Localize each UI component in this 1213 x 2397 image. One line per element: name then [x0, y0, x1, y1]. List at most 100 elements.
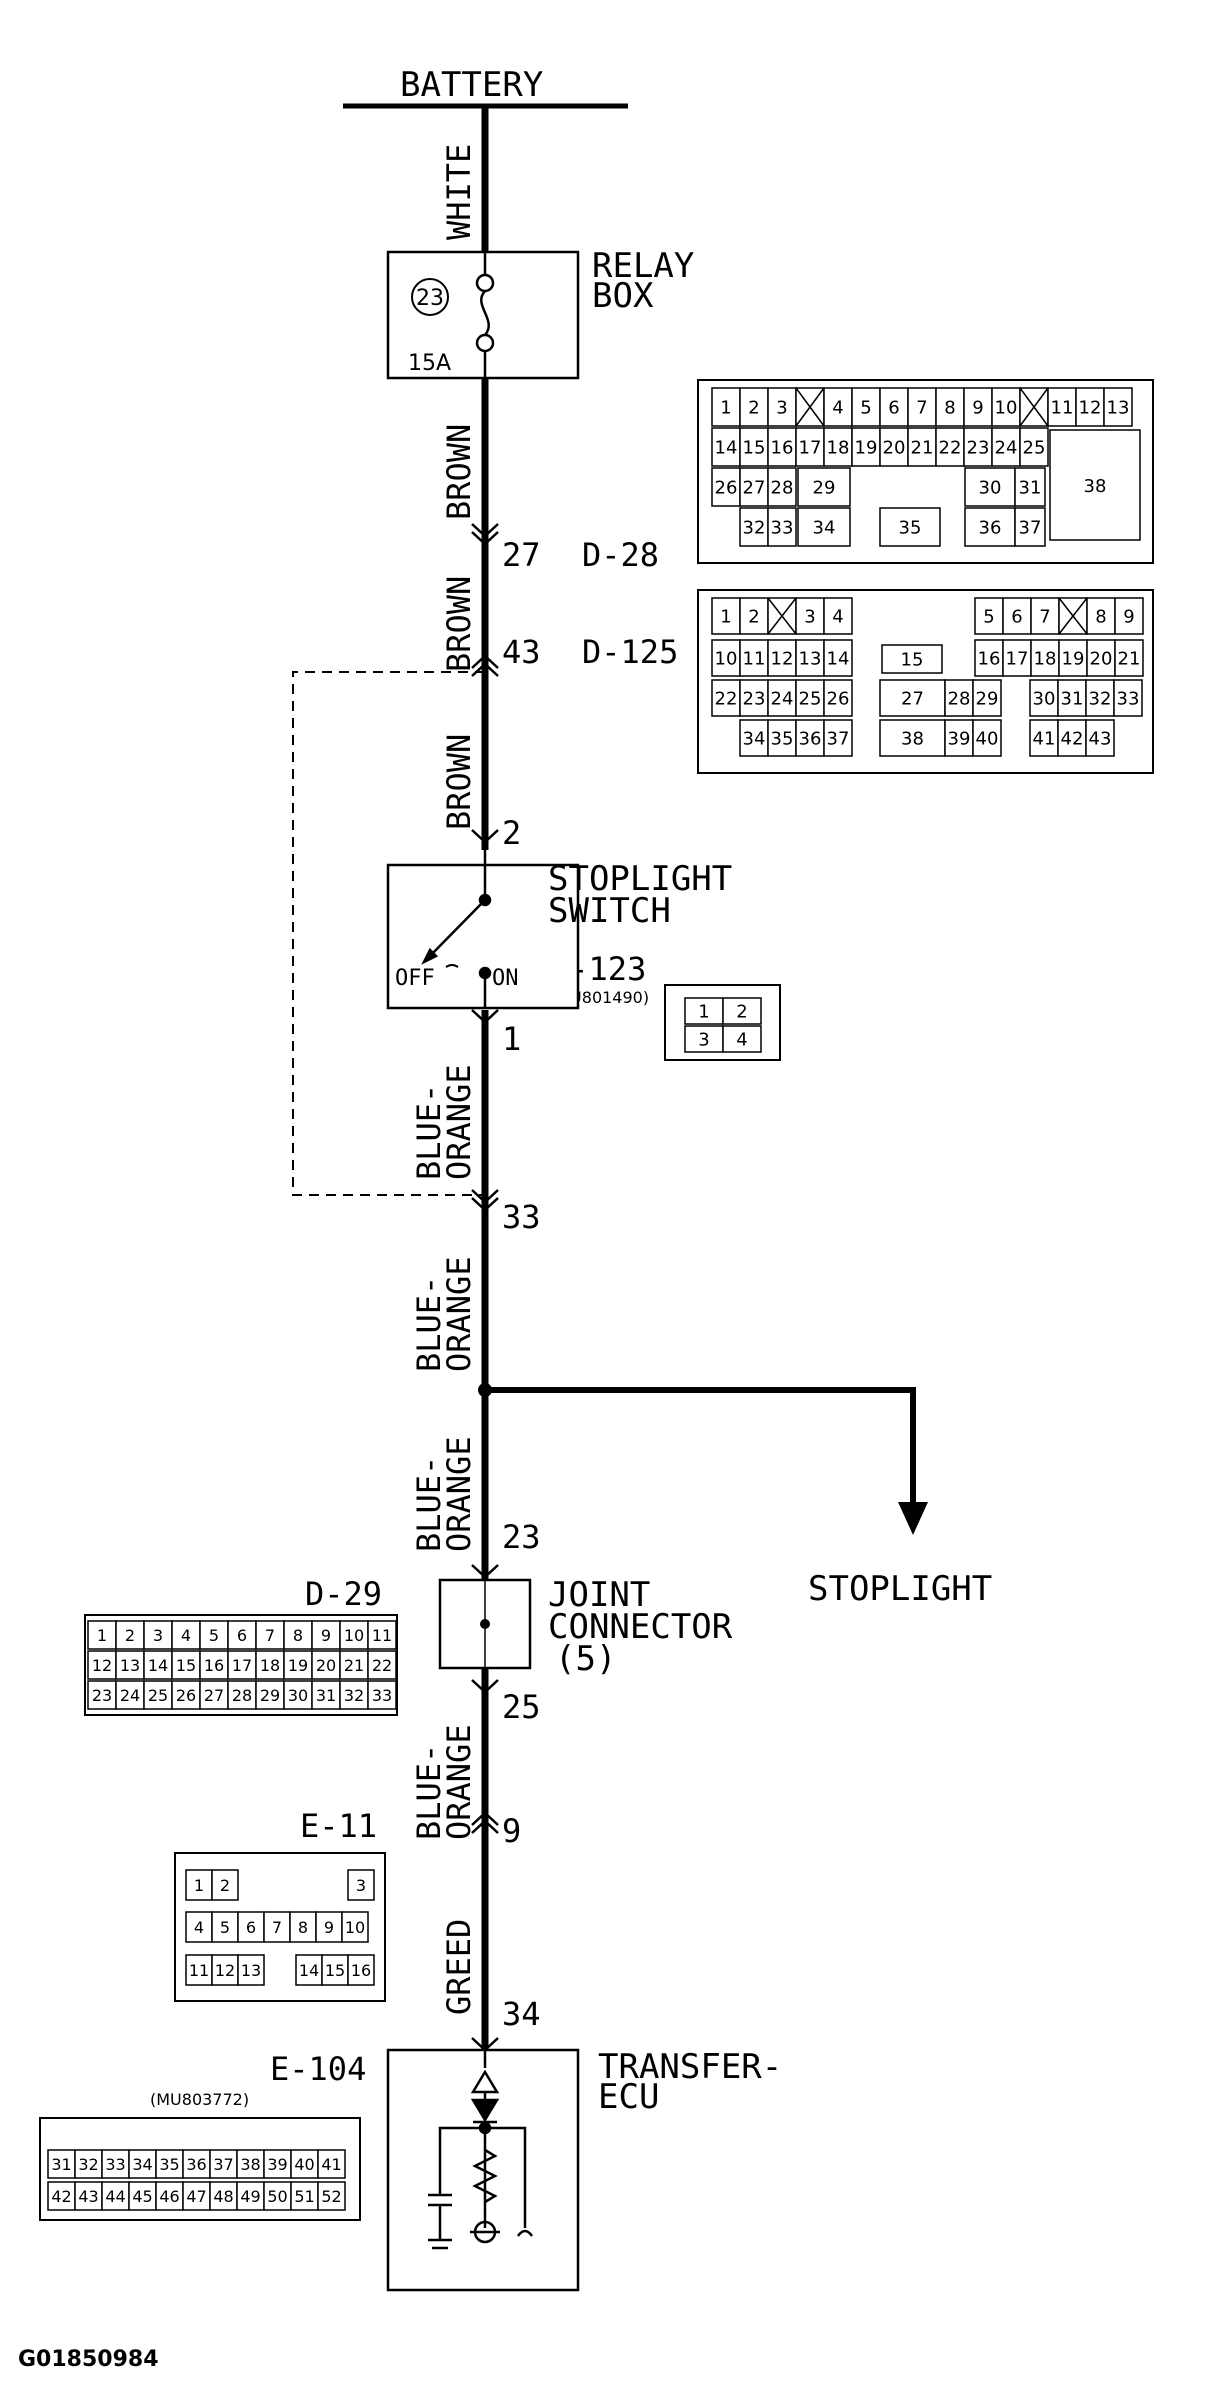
pin-cell-label: 6	[1011, 606, 1022, 627]
pin-cell-label: 42	[51, 2187, 71, 2206]
pin-cell-label: 17	[799, 437, 822, 458]
pin-cell-label: 22	[939, 437, 962, 458]
pin-cell-label: 30	[1033, 688, 1056, 709]
pin-cell-label: 7	[916, 397, 927, 418]
figure-id: G01850984	[18, 2347, 159, 2372]
pin-cell-label: 38	[901, 728, 924, 749]
pin-cell-label: 51	[294, 2187, 314, 2206]
wire-color-orange-2: ORANGE	[440, 1256, 478, 1372]
pin-cell-label: 50	[267, 2187, 287, 2206]
stoplight-arrow	[898, 1502, 928, 1535]
pin-cell-label: 35	[159, 2155, 179, 2174]
pin-9: 9	[502, 1812, 521, 1850]
pin-cell-label: 1	[97, 1626, 107, 1645]
pin-cell-label: 33	[105, 2155, 125, 2174]
pin-cell-label: 2	[748, 397, 759, 418]
pin-cell-label: 22	[372, 1656, 392, 1675]
pin-cell-label: 6	[246, 1918, 256, 1937]
pin-cell-label: 22	[715, 688, 738, 709]
pin-cell-label: 13	[241, 1961, 261, 1980]
pin-cell-label: 9	[972, 397, 983, 418]
pin-cell-label: 35	[899, 517, 922, 538]
pin-cell-label: 20	[883, 437, 906, 458]
pin-cell-label: 33	[771, 517, 794, 538]
switch-on-label: ON	[492, 966, 519, 991]
pin-cell-label: 34	[813, 517, 836, 538]
pin-cell-label: 32	[78, 2155, 98, 2174]
pin-cell-label: 8	[944, 397, 955, 418]
pin-cell-label: 11	[189, 1961, 209, 1980]
pin-cell-label: 3	[153, 1626, 163, 1645]
wire-color-blue-1: BLUE-	[410, 1084, 448, 1180]
pin-cell-label: 19	[855, 437, 878, 458]
pin-cell-label: 5	[860, 397, 871, 418]
fuse-number: 23	[416, 286, 444, 311]
pin-cell-label: 1	[698, 1001, 709, 1022]
pin-cell-label: 29	[813, 477, 836, 498]
pin-cell-label: 10	[995, 397, 1018, 418]
connector-marks	[471, 523, 499, 2052]
pin-cell-label: 1	[720, 606, 731, 627]
pin-cell-label: 43	[78, 2187, 98, 2206]
pin-2: 2	[502, 814, 521, 852]
pin-cell-label: 48	[213, 2187, 233, 2206]
pin-cell-label: 23	[967, 437, 990, 458]
pin-cell-label: 44	[105, 2187, 125, 2206]
pin-cell-label: 15	[743, 437, 766, 458]
pin-cell-label: 8	[1095, 606, 1106, 627]
pin-cell-label: 14	[299, 1961, 319, 1980]
pin-cell-label: 2	[220, 1876, 230, 1895]
switch-off-label: OFF	[395, 966, 435, 991]
pin-cell-label: 3	[698, 1029, 709, 1050]
pin-cell-label: 4	[832, 397, 843, 418]
wire-color-blue-3: BLUE-	[410, 1456, 448, 1552]
pin-cell-label: 27	[743, 477, 766, 498]
ecu-internal-symbol	[428, 2050, 534, 2250]
pin-cell-label: 13	[120, 1656, 140, 1675]
pin-cell-label: 6	[237, 1626, 247, 1645]
pin-cell-label: 26	[715, 477, 738, 498]
pin-cell-label: 2	[736, 1001, 747, 1022]
stoplight-branch-wire	[478, 1383, 916, 1510]
pin-cell-label: 52	[321, 2187, 341, 2206]
pin-cell-label: 20	[316, 1656, 336, 1675]
pin-cell-label: 1	[720, 397, 731, 418]
joint-connector-label-1: JOINT	[548, 1575, 650, 1615]
relay-box-label-2: BOX	[592, 276, 654, 316]
connector-e104-part: (MU803772)	[150, 2090, 249, 2109]
pin-cell-label: 25	[1023, 437, 1046, 458]
pin-cell-label: 21	[1118, 648, 1141, 669]
pin-cell-label: 36	[979, 517, 1002, 538]
pin-cell-label: 13	[1107, 397, 1130, 418]
pin-cell-label: 32	[1089, 688, 1112, 709]
pin-cell-label: 31	[51, 2155, 71, 2174]
pin-cell-label: 24	[995, 437, 1018, 458]
pin-cell-label: 12	[92, 1656, 112, 1675]
pin-cell-label: 10	[715, 648, 738, 669]
pin-cell-label: 16	[351, 1961, 371, 1980]
pin-23: 23	[502, 1518, 541, 1556]
pin-cell-label: 16	[978, 648, 1001, 669]
pin-cell-label: 36	[799, 728, 822, 749]
pin-cell-label: 31	[1061, 688, 1084, 709]
pin-cell-label: 2	[748, 606, 759, 627]
pin-cell-label: 14	[827, 648, 850, 669]
pin-43: 43	[502, 633, 541, 671]
wire-color-blue-4: BLUE-	[410, 1744, 448, 1840]
pin-cell-label: 37	[1019, 517, 1042, 538]
wire-color-brown-2: BROWN	[440, 576, 478, 672]
pin-cell-label: 23	[743, 688, 766, 709]
pin-cell-label: 12	[771, 648, 794, 669]
pin-cell-label: 18	[827, 437, 850, 458]
pin-cell-label: 12	[1079, 397, 1102, 418]
pin-cell-label: 21	[911, 437, 934, 458]
pin-cell-label: 25	[148, 1686, 168, 1705]
pin-cell-label: 32	[743, 517, 766, 538]
pin-cell-label: 6	[888, 397, 899, 418]
wire-color-greed: GREED	[440, 1919, 478, 2015]
pin-cell-label: 3	[356, 1876, 366, 1895]
pin-cell-label: 15	[325, 1961, 345, 1980]
pin-cell-label: 10	[344, 1626, 364, 1645]
